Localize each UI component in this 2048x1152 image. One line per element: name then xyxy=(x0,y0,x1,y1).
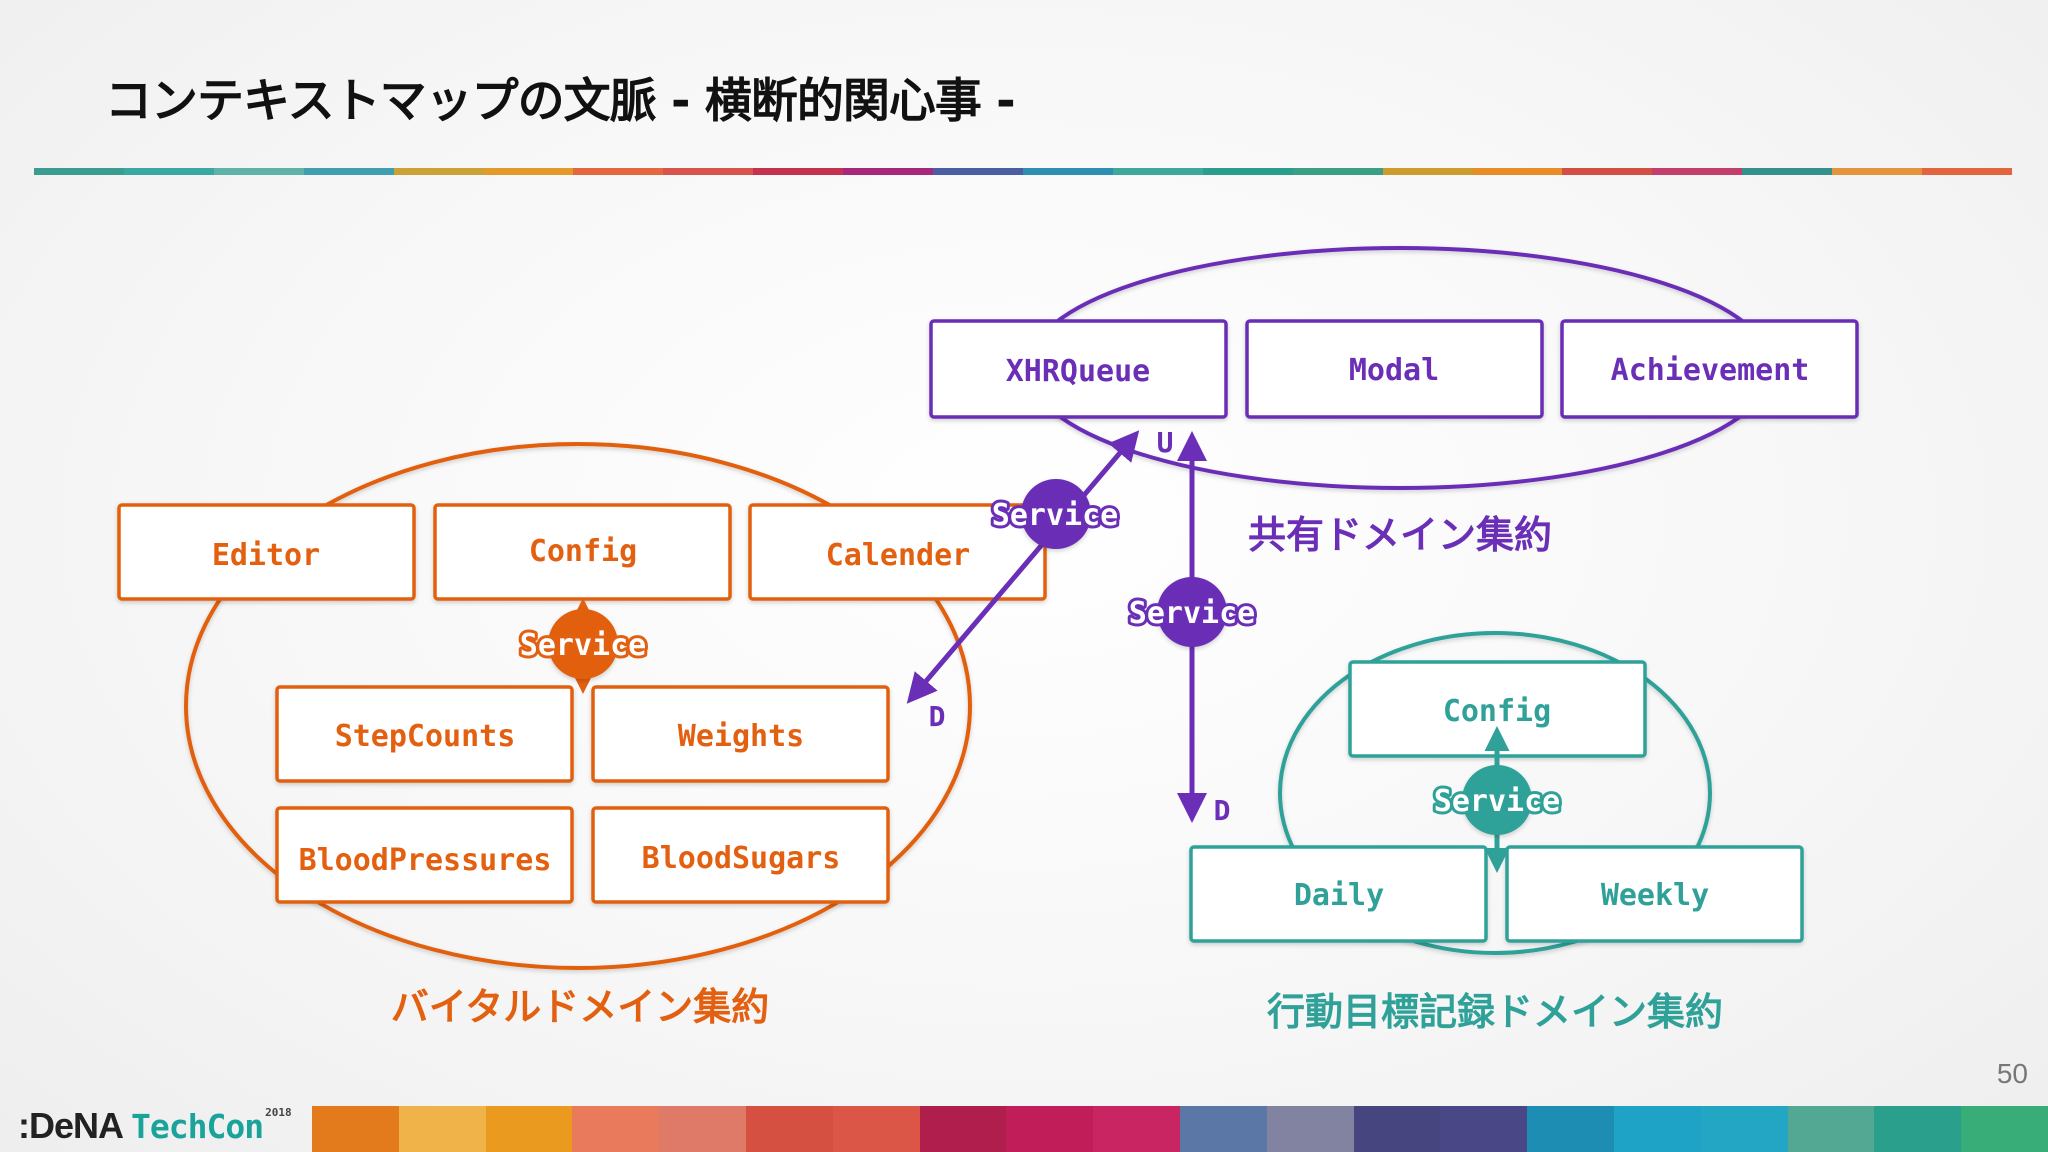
vital-shared-arrow xyxy=(906,430,1140,704)
goal-internal-service: Service xyxy=(1431,726,1563,873)
footer-stripe-segment xyxy=(1440,1106,1528,1152)
footer-stripe-segment xyxy=(1700,1106,1788,1152)
vital-service-node xyxy=(548,609,618,679)
title-rule-segment xyxy=(1112,168,1203,175)
title-rule-segment xyxy=(1472,168,1563,175)
footer-stripe-segment xyxy=(1874,1106,1962,1152)
shared-box-achievement: Achievement xyxy=(1560,319,1859,419)
vital-box-bloodpressures: BloodPressures xyxy=(275,806,574,904)
goal-service-label: Service xyxy=(1434,784,1560,819)
title-rule-segment xyxy=(393,168,484,175)
goal-aggregate-label: 行動目標記録ドメイン集約 xyxy=(1267,990,1723,1034)
title-rule-segment xyxy=(213,168,304,175)
title-rule-segment xyxy=(303,168,394,175)
vital-box-weights: Weights xyxy=(591,685,890,783)
shared-box-label: Modal xyxy=(1349,353,1439,388)
title-rule-segment xyxy=(1202,168,1293,175)
vital-shared-service-node xyxy=(1021,479,1091,549)
footer-stripe-segment xyxy=(485,1106,573,1152)
goal-box-label: Weekly xyxy=(1601,878,1709,913)
vital-box-label: BloodPressures xyxy=(299,843,552,878)
title-rule-segment xyxy=(933,168,1023,175)
vital-internal-service: Service xyxy=(517,598,649,694)
vital-box-label: BloodSugars xyxy=(642,841,841,876)
vital-box-config: Config xyxy=(433,503,732,601)
title-rule-segment xyxy=(1922,168,2012,175)
footer-logo-year: 2018 xyxy=(265,1106,292,1119)
title-rule-segment xyxy=(1832,168,1923,175)
goal-service-node xyxy=(1462,765,1532,835)
shared-aggregate: XHRQueue Modal Achievement 共有ドメイン集約 xyxy=(929,246,1859,557)
title-rule-segment xyxy=(1022,168,1113,175)
footer-stripe-segment xyxy=(312,1106,399,1152)
footer-stripe-segment xyxy=(745,1106,833,1152)
vital-service-label: Service xyxy=(520,628,646,663)
footer-stripe-segment xyxy=(1266,1106,1354,1152)
shared-aggregate-label: 共有ドメイン集約 xyxy=(1248,513,1552,557)
footer-stripe-segment xyxy=(659,1106,746,1152)
title-rule-segment xyxy=(1382,168,1473,175)
vital-box-label: Editor xyxy=(212,538,320,573)
goal-box-label: Daily xyxy=(1294,878,1384,913)
vital-aggregate-label: バイタルドメイン集約 xyxy=(391,985,769,1029)
vital-shared-service-label: Service xyxy=(992,498,1118,533)
shared-box-label: Achievement xyxy=(1611,353,1810,388)
goal-shared-service-label: Service xyxy=(1129,596,1255,631)
vital-box-bloodsugars: BloodSugars xyxy=(591,806,890,904)
title-rule-segment xyxy=(123,168,214,175)
footer-color-stripe xyxy=(312,1106,2048,1152)
goal-box-daily: Daily xyxy=(1189,845,1488,943)
footer-stripe-segment xyxy=(1961,1106,2048,1152)
goal-box-label: Config xyxy=(1443,694,1551,729)
slide-title: コンテキストマップの文脈 - 横断的関心事 - xyxy=(105,74,1016,129)
vital-aggregate-boundary xyxy=(184,442,972,970)
goal-aggregate-boundary xyxy=(1278,631,1712,955)
title-color-rule xyxy=(34,168,2012,175)
vital-box-stepcounts: StepCounts xyxy=(275,685,574,783)
goal-shared-service-node xyxy=(1157,577,1227,647)
relation-goal-shared: Service D xyxy=(1126,431,1258,827)
title-rule-segment xyxy=(843,168,934,175)
goal-aggregate: Config Daily Weekly Service 行動目標記録ドメイン集約 xyxy=(1189,631,1804,1034)
title-rule-segment xyxy=(483,168,574,175)
footer-logo-techcon: TechCon xyxy=(131,1106,264,1146)
vital-box-label: StepCounts xyxy=(335,719,516,754)
title-rule-segment xyxy=(663,168,754,175)
vital-aggregate: Editor Config Calender StepCounts Weight… xyxy=(117,442,1047,1029)
footer-stripe-segment xyxy=(398,1106,486,1152)
relation-vital-shared: Service D xyxy=(906,430,1140,733)
footer-stripe-segment xyxy=(1787,1106,1875,1152)
shared-box-modal: Modal xyxy=(1245,319,1544,419)
goal-shared-downstream-label: D xyxy=(1214,794,1231,827)
shared-box-xhrqueue: XHRQueue xyxy=(929,319,1228,419)
footer-logo: :DeNA TechCon 2018 xyxy=(18,1104,308,1148)
title-rule-segment xyxy=(34,168,124,175)
vital-box-label: Weights xyxy=(678,719,804,754)
footer-stripe-segment xyxy=(1613,1106,1701,1152)
shared-box-label: XHRQueue xyxy=(1006,354,1151,389)
title-rule-segment xyxy=(1562,168,1653,175)
footer-stripe-segment xyxy=(1179,1106,1267,1152)
footer-stripe-segment xyxy=(832,1106,920,1152)
footer-logo-dena: :DeNA xyxy=(18,1105,124,1146)
shared-upstream-label: U xyxy=(1157,426,1174,459)
footer-stripe-segment xyxy=(1093,1106,1180,1152)
vital-box-label: Config xyxy=(529,534,637,569)
footer-stripe-segment xyxy=(919,1106,1007,1152)
title-rule-segment xyxy=(753,168,844,175)
vital-box-label: Calender xyxy=(826,538,971,573)
goal-box-weekly: Weekly xyxy=(1505,845,1804,943)
footer-stripe-segment xyxy=(1353,1106,1441,1152)
title-rule-segment xyxy=(1292,168,1383,175)
title-rule-segment xyxy=(573,168,664,175)
footer-stripe-segment xyxy=(572,1106,660,1152)
page-number: 50 xyxy=(1996,1058,2028,1089)
title-rule-segment xyxy=(1742,168,1833,175)
vital-box-editor: Editor xyxy=(117,503,416,601)
footer-stripe-segment xyxy=(1527,1106,1614,1152)
title-rule-segment xyxy=(1652,168,1743,175)
vital-shared-downstream-label: D xyxy=(929,700,946,733)
footer-stripe-segment xyxy=(1006,1106,1094,1152)
